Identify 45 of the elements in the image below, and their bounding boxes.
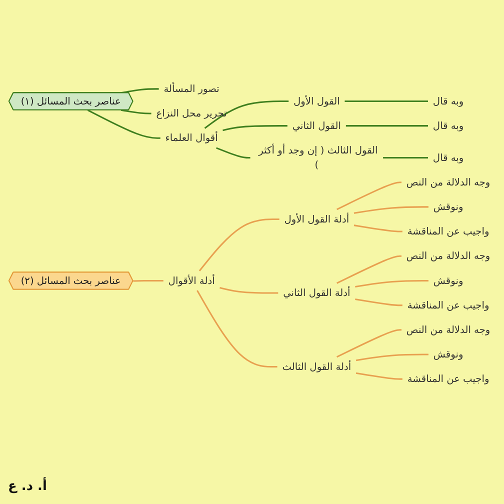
node-text: تصور المسألة bbox=[164, 82, 220, 94]
connector bbox=[346, 125, 428, 127]
node-text: وبه قال bbox=[432, 152, 464, 164]
node-text: وبه قال bbox=[432, 120, 464, 132]
connector bbox=[336, 182, 402, 210]
connector bbox=[222, 125, 288, 132]
connector bbox=[87, 109, 160, 139]
connector bbox=[204, 100, 289, 129]
node-text: وجه الدلالة من النص bbox=[406, 176, 490, 188]
node-text: وجه الدلالة من النص bbox=[406, 250, 490, 262]
node-text: ونوقش bbox=[433, 274, 464, 286]
connector bbox=[216, 147, 250, 159]
connector bbox=[356, 354, 428, 362]
node-text: ونوقش bbox=[433, 200, 464, 212]
node-text: أدلة القول الأول bbox=[284, 213, 350, 225]
node-text: وجه الدلالة من النص bbox=[406, 324, 490, 336]
node-text: واجيب عن المناقشة bbox=[407, 299, 490, 311]
connector bbox=[133, 280, 164, 282]
connector bbox=[383, 157, 428, 159]
node-text: وبه قال bbox=[432, 95, 464, 107]
node-text: ونوقش bbox=[433, 348, 464, 360]
node-text: واجيب عن المناقشة bbox=[407, 225, 490, 238]
node-text: أقوال العلماء bbox=[165, 132, 218, 144]
node-text: أدلة القول الثالث bbox=[282, 360, 352, 372]
node-text: تحرير محل النزاع bbox=[156, 107, 227, 120]
connector bbox=[220, 286, 278, 294]
connector bbox=[344, 100, 428, 102]
node-text: واجيب عن المناقشة bbox=[407, 372, 490, 385]
connector bbox=[355, 280, 428, 288]
connector bbox=[198, 218, 280, 272]
node-text: القول الأول bbox=[294, 95, 340, 107]
node-text: أدلة القول الثاني bbox=[283, 286, 350, 299]
connector bbox=[120, 88, 159, 94]
node-text: القول الثاني bbox=[292, 120, 342, 132]
connector bbox=[336, 255, 402, 284]
connector bbox=[355, 298, 402, 306]
connector bbox=[354, 224, 402, 232]
connector bbox=[356, 372, 402, 380]
author-note: أ. د. ع bbox=[8, 479, 47, 494]
connector bbox=[336, 329, 402, 358]
connector bbox=[354, 206, 428, 214]
connector bbox=[196, 290, 278, 368]
node-text: أدلة الأقوال bbox=[168, 274, 215, 286]
node-text: القول الثالث ( إن وجد أو أكثر ) bbox=[258, 144, 378, 171]
connector bbox=[120, 109, 152, 114]
